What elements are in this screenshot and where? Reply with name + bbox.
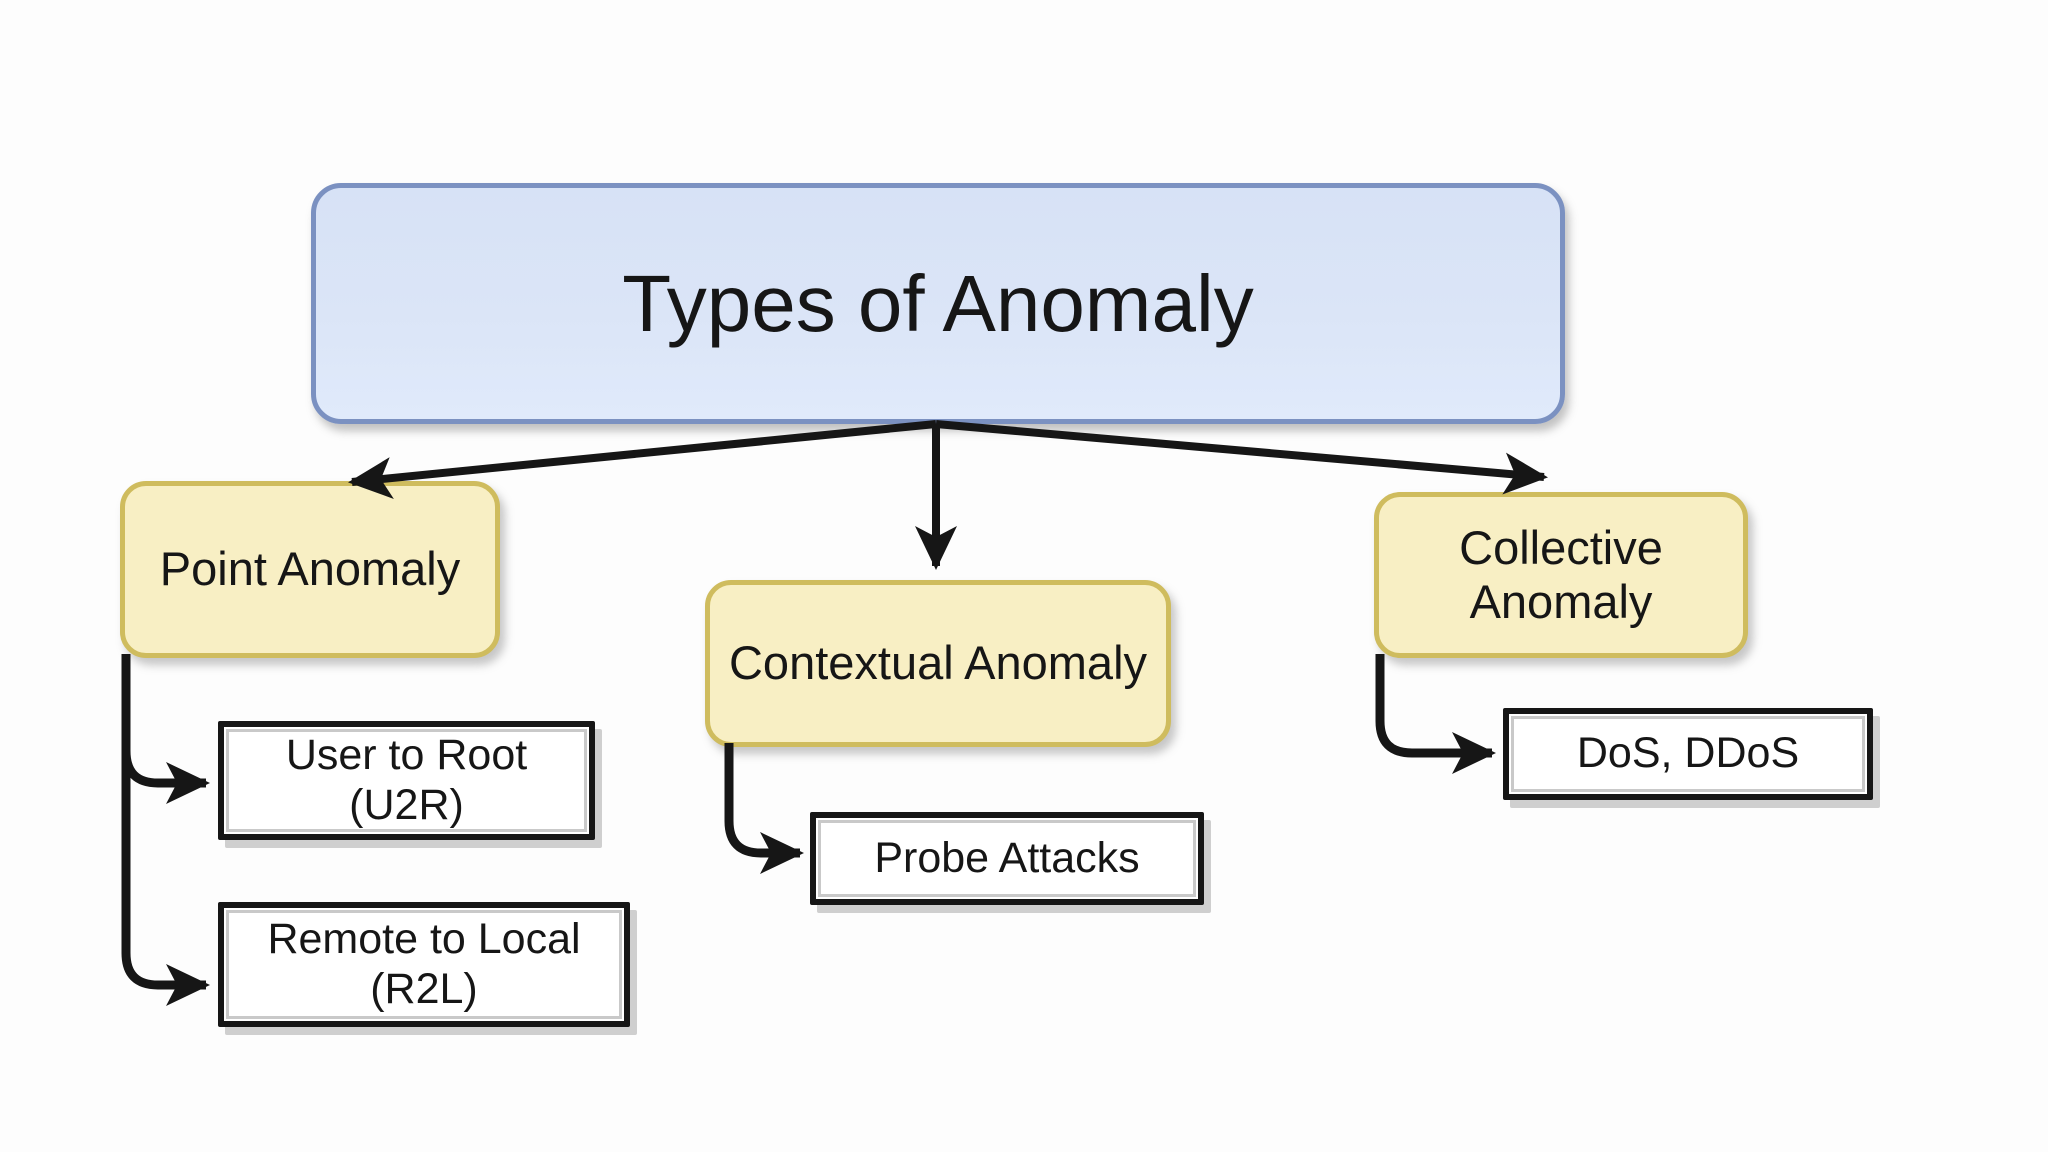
node-types-of-anomaly-label: Types of Anomaly [622,258,1254,348]
node-remote-to-local-label-line1: Remote to Local [267,915,581,964]
node-point-anomaly: Point Anomaly [120,481,500,658]
node-collective-anomaly-label-line2: Anomaly [1469,575,1653,628]
node-probe-attacks: Probe Attacks [810,812,1204,905]
node-collective-anomaly: Collective Anomaly [1374,492,1748,658]
node-contextual-anomaly: Contextual Anomaly [705,580,1171,747]
node-collective-anomaly-label-line1: Collective [1459,520,1663,574]
connector-point-to-u2r [121,654,210,804]
connector-root-to-point-anomaly [348,420,937,499]
node-point-anomaly-label: Point Anomaly [159,542,461,596]
connector-root-to-collective-anomaly [935,420,1548,495]
node-remote-to-local-label-line2: (R2L) [370,964,478,1013]
node-remote-to-local: Remote to Local (R2L) [218,902,630,1027]
node-contextual-anomaly-label: Contextual Anomaly [728,636,1148,690]
node-probe-attacks-label: Probe Attacks [874,833,1140,882]
connector-contextual-to-probe-attacks [724,743,804,874]
connector-collective-to-dos [1375,654,1496,774]
node-user-to-root-label-line1: User to Root [285,731,528,780]
connector-point-to-r2l [121,654,210,1006]
node-user-to-root: User to Root (U2R) [218,721,595,840]
node-types-of-anomaly: Types of Anomaly [311,183,1565,424]
node-user-to-root-label-line2: (U2R) [349,780,464,829]
node-dos-ddos: DoS, DDoS [1503,708,1873,800]
node-dos-ddos-label: DoS, DDoS [1576,729,1800,778]
